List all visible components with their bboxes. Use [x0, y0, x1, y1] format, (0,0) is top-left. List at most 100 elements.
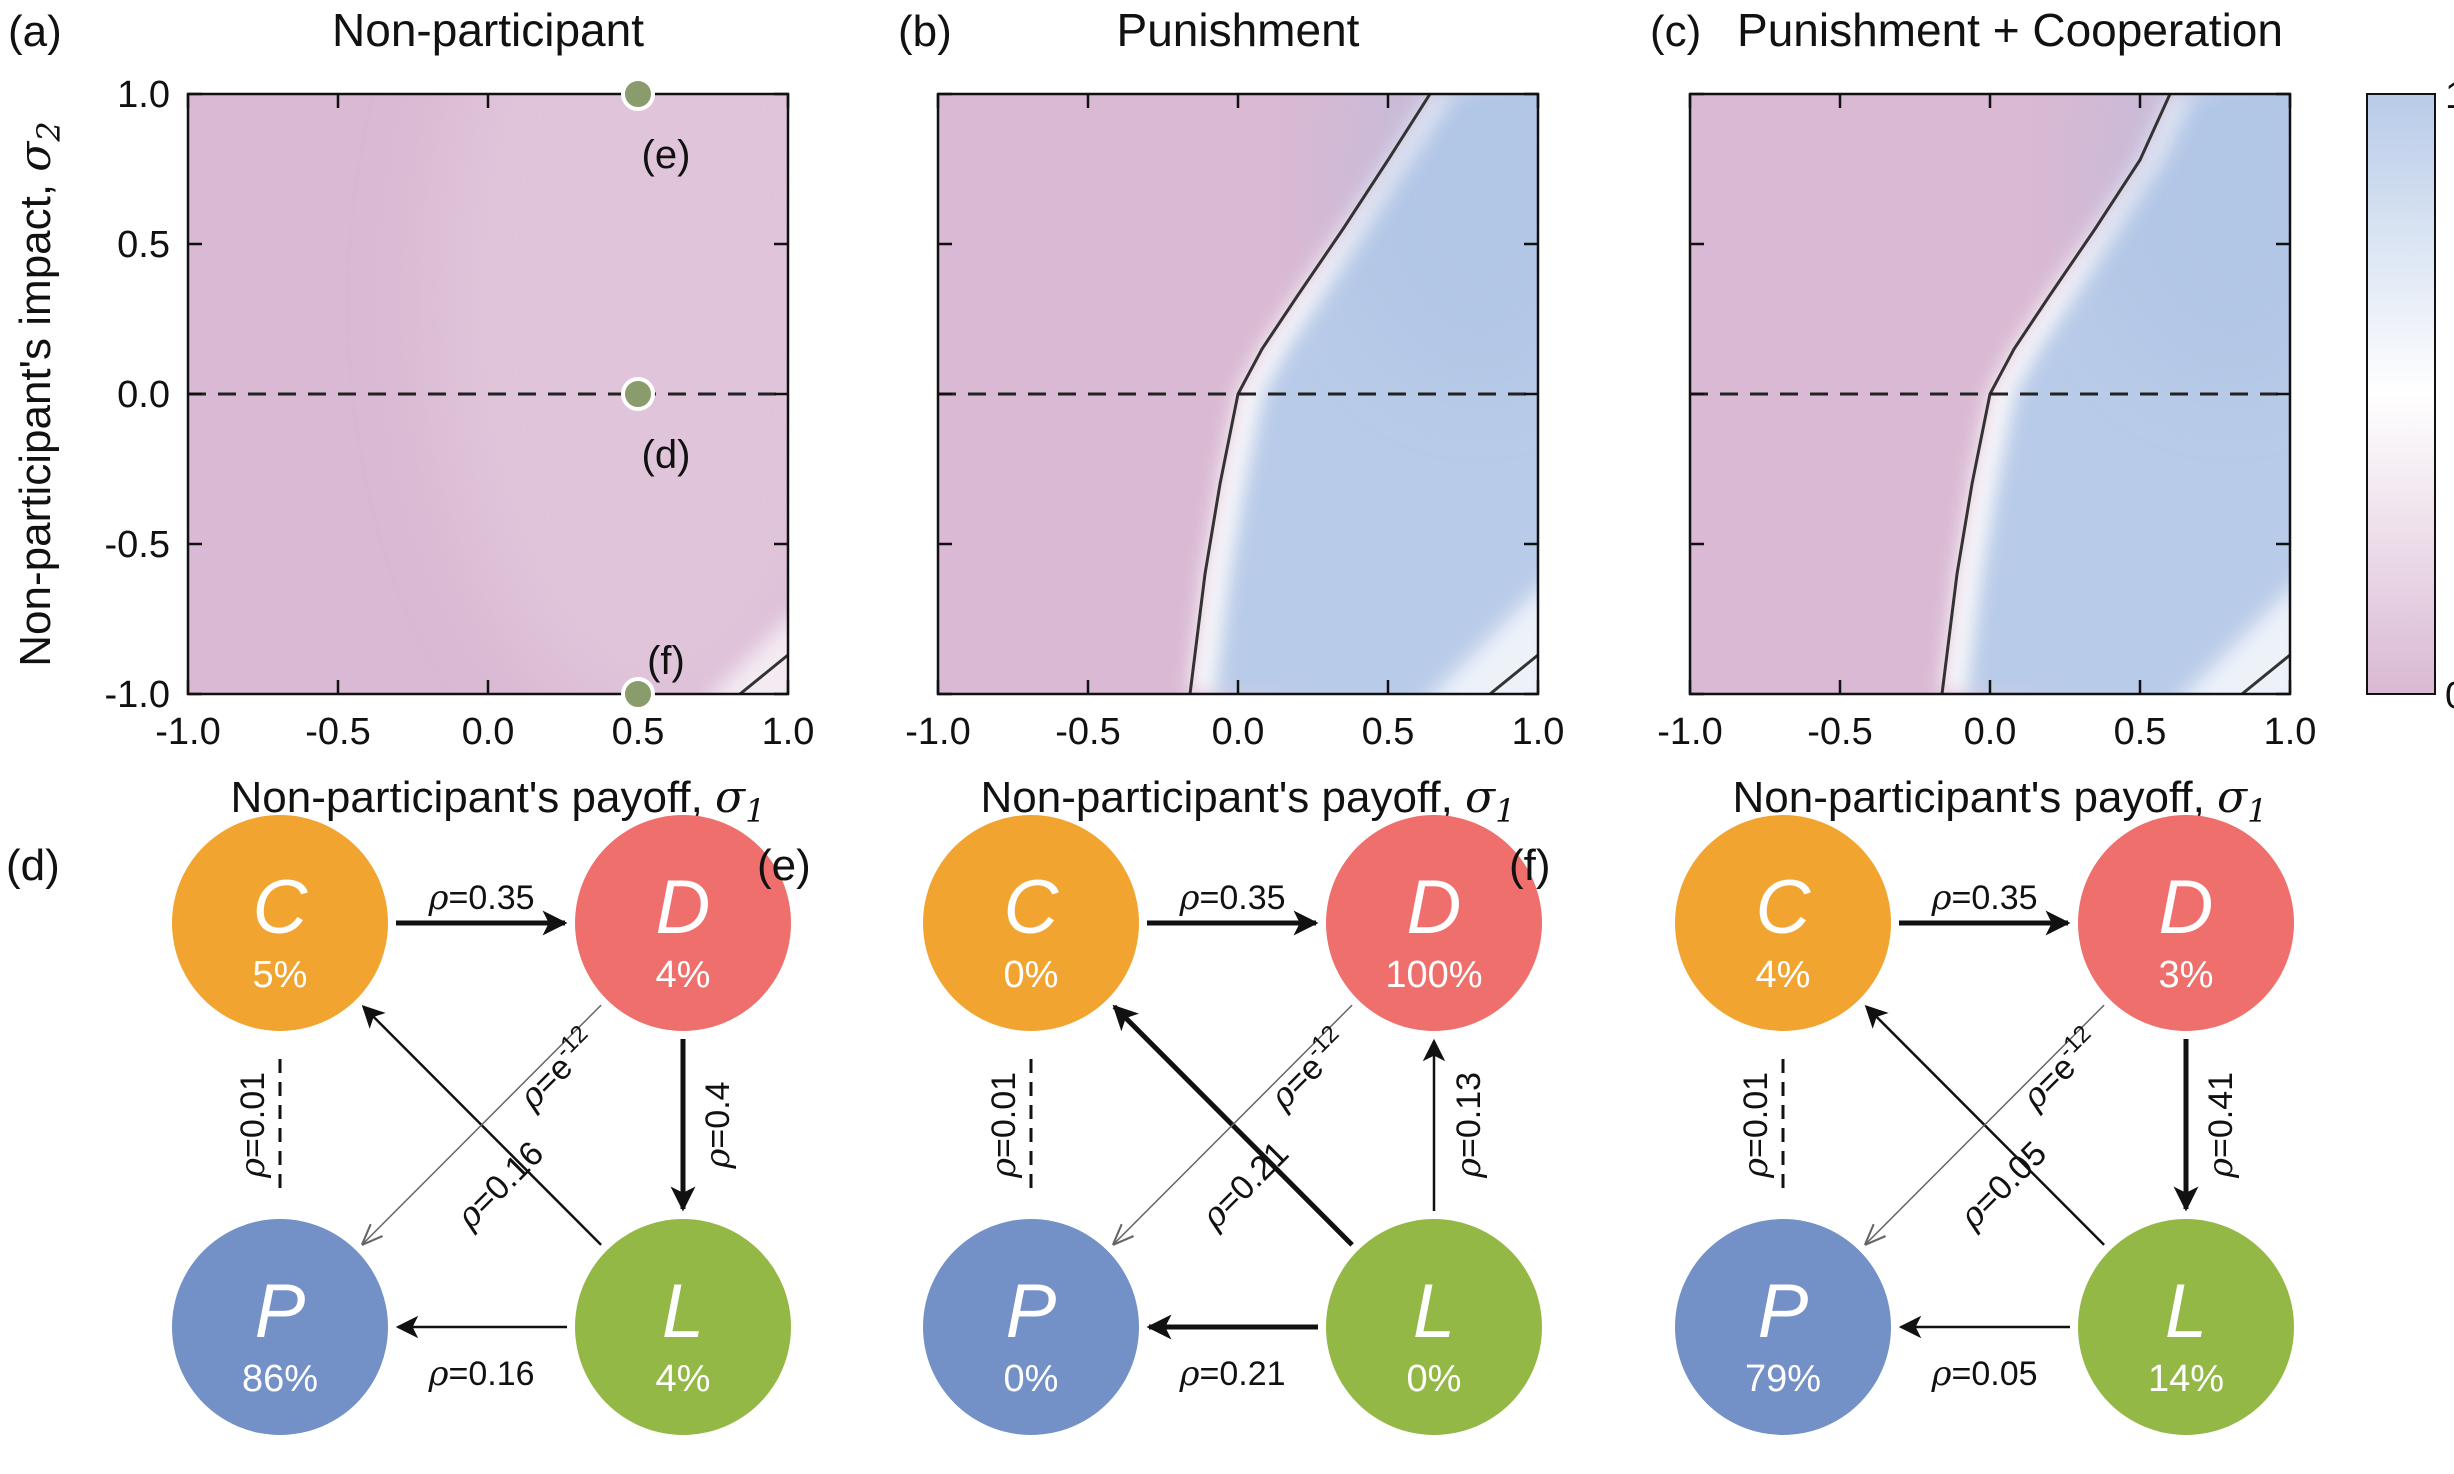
corner-shade [2185, 589, 2290, 694]
node-D: D4% [575, 815, 791, 1031]
node-percent-P: 0% [1004, 1358, 1059, 1400]
node-percent-L: 4% [656, 1358, 711, 1400]
edge-label: ρ=e-12 [2011, 1020, 2109, 1118]
corner-white [713, 619, 788, 694]
colorbar-max-label: 1 [2445, 75, 2454, 117]
node-letter-C: C [1004, 865, 1060, 950]
edge-label: ρ=e-12 [508, 1020, 606, 1118]
x-tick-label: 0.5 [612, 711, 665, 753]
y-tick-label: 0.5 [117, 224, 170, 266]
node-percent-P: 79% [1745, 1358, 1821, 1400]
y-tick-label: 1.0 [117, 74, 170, 116]
y-tick-label: -1.0 [105, 674, 170, 716]
panel-title: Punishment + Cooperation [1737, 4, 2283, 56]
edge-label: ρ=0.35 [1178, 878, 1285, 918]
y-tick-label: 0.0 [117, 374, 170, 416]
shading [1338, 94, 1538, 384]
node-P: P86% [172, 1219, 388, 1435]
node-circle-D [1326, 815, 1542, 1031]
corner-shade [1433, 589, 1538, 694]
boundary-contour [1940, 94, 2172, 694]
y-tick-label: -0.5 [105, 524, 170, 566]
parameter-marker [621, 77, 655, 111]
x-tick-label: 1.0 [762, 711, 815, 753]
node-percent-C: 4% [1756, 954, 1811, 996]
node-letter-L: L [2165, 1269, 2207, 1354]
node-circle-L [2078, 1219, 2294, 1435]
edge-label: ρ=0.01 [233, 1072, 273, 1179]
x-tick-label: 0.0 [1212, 711, 1265, 753]
colorbar-gradient [2366, 93, 2436, 695]
corner-white [2185, 589, 2290, 694]
parameter-marker [621, 677, 655, 711]
heatmap-panel-a: -1.0-1.0-0.5-0.50.00.00.50.51.01.0(a)Non… [8, 4, 815, 830]
x-tick-label: 0.5 [2114, 711, 2167, 753]
plot-area [188, 94, 788, 694]
node-circle-L [1326, 1219, 1542, 1435]
corner-contour [1489, 653, 1538, 694]
edge-label: ρ=0.05 [1930, 1354, 2037, 1394]
node-P: P0% [923, 1219, 1139, 1435]
node-letter-P: P [1006, 1269, 1057, 1354]
shading [2090, 94, 2290, 384]
node-percent-C: 5% [253, 954, 308, 996]
node-circle-D [2078, 815, 2294, 1031]
corner-white [1433, 589, 1538, 694]
boundary-contour [1188, 94, 1432, 694]
marker-label: (d) [642, 433, 691, 477]
panel-letter: (f) [1509, 841, 1551, 890]
colorbar: 1 0 [2366, 75, 2454, 717]
corner-contour [739, 653, 788, 694]
edge-label: ρ=0.35 [1930, 878, 2037, 918]
shading-blob [2090, 94, 2290, 384]
node-circle-P [1675, 1219, 1891, 1435]
node-circle-C [1675, 815, 1891, 1031]
x-tick-label: -1.0 [905, 711, 970, 753]
edge-label: ρ=0.16 [448, 1134, 552, 1238]
node-circle-P [923, 1219, 1139, 1435]
panel-letter: (e) [757, 841, 811, 890]
node-letter-D: D [2159, 865, 2214, 950]
x-tick-label: -1.0 [1657, 711, 1722, 753]
edge-label: ρ=0.4 [698, 1081, 738, 1169]
edge-D-P [1114, 1004, 1353, 1243]
node-L: L4% [575, 1219, 791, 1435]
edge-L-C [361, 1004, 602, 1246]
node-percent-L: 14% [2148, 1358, 2224, 1400]
node-C: C4% [1675, 815, 1891, 1031]
panel-letter: (a) [8, 7, 62, 56]
network-diagram-f: (f)ρ=0.35ρ=0.41ρ=0.05ρ=0.05ρ=e-12ρ=0.01C… [1509, 815, 2294, 1435]
node-letter-P: P [1758, 1269, 1809, 1354]
node-percent-D: 3% [2159, 954, 2214, 996]
x-tick-label: 1.0 [1512, 711, 1565, 753]
edge-label: ρ=0.01 [984, 1072, 1024, 1179]
plot-area [1690, 94, 2290, 694]
y-axis-title: Non-participant's impact, σ2 [10, 121, 68, 666]
edge-L-C [1864, 1004, 2105, 1246]
corner-contour [2241, 653, 2290, 694]
x-axis-title: Non-participant's payoff, σ1 [981, 772, 1516, 830]
x-axis-title: Non-participant's payoff, σ1 [231, 772, 766, 830]
panel-letter: (c) [1650, 7, 1701, 56]
edge-label: ρ=e-12 [1259, 1020, 1357, 1118]
node-percent-D: 100% [1385, 954, 1482, 996]
node-percent-P: 86% [242, 1358, 318, 1400]
node-letter-D: D [656, 865, 711, 950]
node-letter-L: L [1413, 1269, 1455, 1354]
node-circle-L [575, 1219, 791, 1435]
node-percent-L: 0% [1407, 1358, 1462, 1400]
node-circle-D [575, 815, 791, 1031]
panel-title: Non-participant [332, 4, 644, 56]
node-L: L14% [2078, 1219, 2294, 1435]
edge-D-P [1866, 1004, 2105, 1243]
panel-letter: (d) [6, 841, 60, 890]
edge-D-P [363, 1004, 602, 1243]
node-circle-C [172, 815, 388, 1031]
x-tick-label: -0.5 [1807, 711, 1872, 753]
node-circle-C [923, 815, 1139, 1031]
network-diagram-e: (e)ρ=0.35ρ=0.13ρ=0.21ρ=0.21ρ=e-12ρ=0.01C… [757, 815, 1542, 1435]
node-P: P79% [1675, 1219, 1891, 1435]
node-percent-D: 4% [656, 954, 711, 996]
